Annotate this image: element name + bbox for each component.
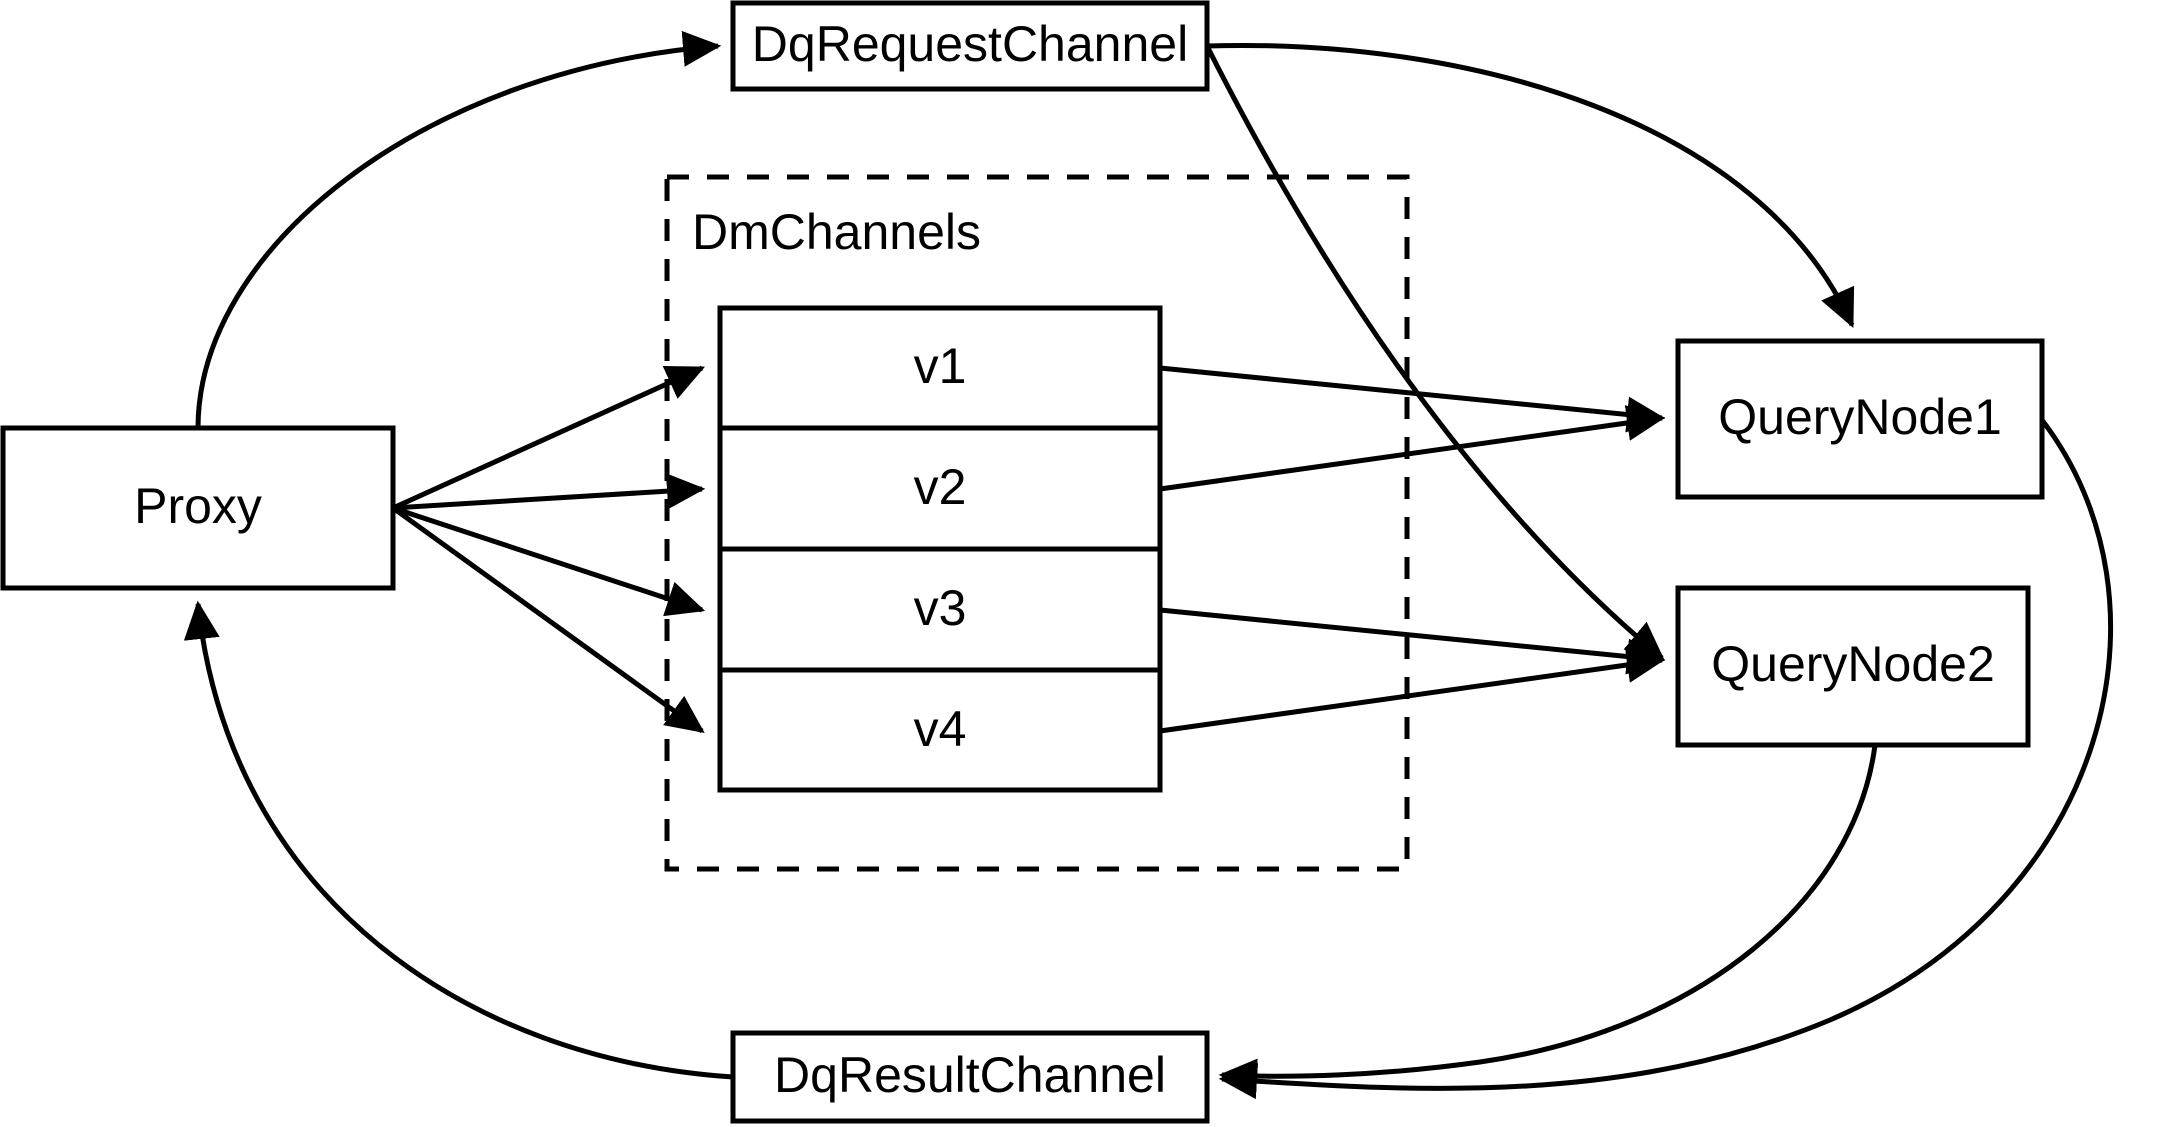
edge-proxy-to-v1: [391, 365, 706, 511]
node-dqresultchannel-box[interactable]: [730, 1030, 1210, 1124]
node-querynode2-label: QueryNode2: [1711, 636, 1995, 692]
edge-v4-to-querynode2: [1159, 647, 1666, 734]
node-proxy-label: Proxy: [134, 478, 262, 534]
node-dqrequestchannel-label: DqRequestChannel: [752, 16, 1188, 72]
node-dqrequestchannel[interactable]: DqRequestChannel: [730, 0, 1210, 92]
node-querynode1-label: QueryNode1: [1718, 389, 2002, 445]
edge-dqresultchannel-to-proxy: [183, 600, 734, 1080]
edge-dqrequestchannel-to-querynode1: [1206, 42, 1855, 329]
node-querynode1[interactable]: QueryNode1: [1675, 338, 2045, 500]
dmchannels-group-label: DmChannels: [692, 204, 981, 260]
dmchannels-row-v2-label[interactable]: v2: [914, 459, 967, 515]
dmchannels-row-v1-label[interactable]: v1: [914, 338, 967, 394]
edge-proxy-to-v4: [391, 505, 705, 734]
dmchannels-group-border: [664, 174, 1410, 872]
dmchannels-row-v3-label[interactable]: v3: [914, 580, 967, 636]
edge-v2-to-querynode1: [1159, 405, 1666, 492]
node-proxy-box[interactable]: [0, 425, 396, 591]
edge-layer: [183, 30, 2113, 1100]
dmchannels-group: DmChannels: [664, 174, 1410, 872]
edge-querynode1-to-dqresultchannel: [1218, 418, 2113, 1100]
edge-proxy-to-dqrequestchannel: [195, 30, 722, 429]
node-dqrequestchannel-box[interactable]: [730, 0, 1210, 92]
edge-querynode2-to-dqresultchannel: [1218, 744, 1878, 1095]
node-querynode2[interactable]: QueryNode2: [1675, 585, 2031, 748]
edge-dqrequestchannel-to-querynode2: [1204, 44, 1665, 661]
node-dqresultchannel[interactable]: DqResultChannel: [730, 1030, 1210, 1124]
edge-proxy-to-v3: [392, 505, 706, 617]
node-dqresultchannel-label: DqResultChannel: [774, 1047, 1166, 1103]
node-proxy[interactable]: Proxy: [0, 425, 396, 591]
node-querynode2-box[interactable]: [1675, 585, 2031, 748]
dmchannels-row-v4-label[interactable]: v4: [914, 701, 967, 757]
dmchannels-table[interactable]: v1 v2 v3 v4: [717, 305, 1163, 793]
edge-v3-to-querynode2: [1159, 607, 1666, 675]
node-querynode1-box[interactable]: [1675, 338, 2045, 500]
edge-proxy-to-v2: [392, 473, 706, 511]
edge-v1-to-querynode1: [1159, 365, 1666, 433]
